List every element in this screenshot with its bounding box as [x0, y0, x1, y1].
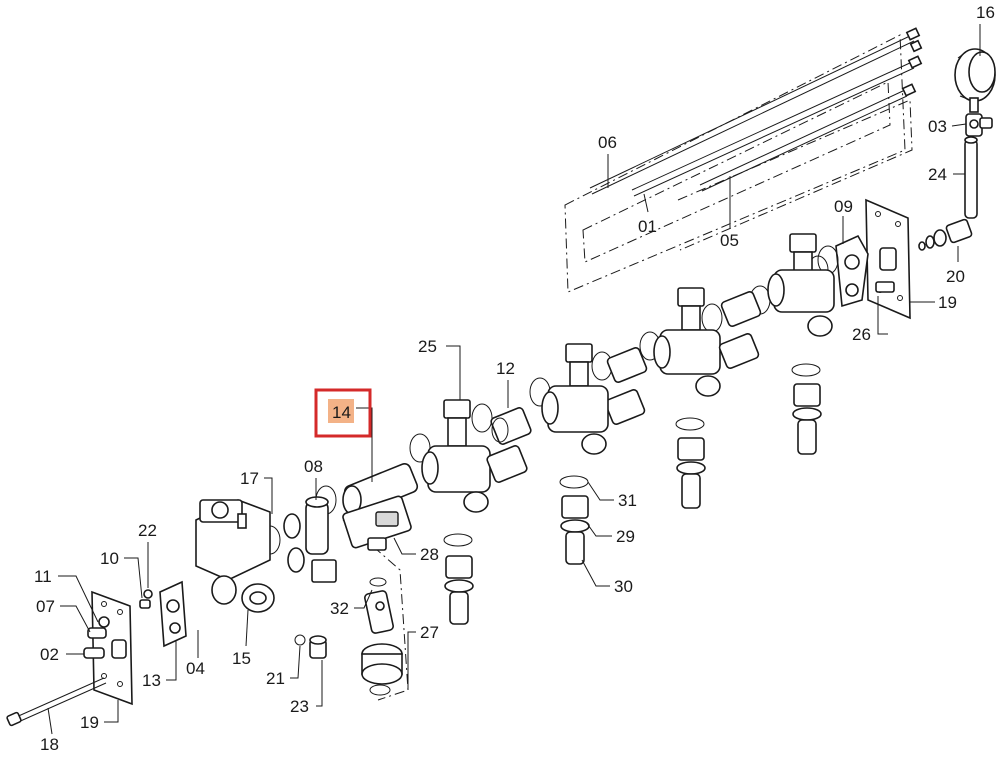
- callout-21: 21: [266, 669, 285, 688]
- tube-assembly: [589, 27, 923, 197]
- highlight-fill: [328, 399, 354, 423]
- callout-01: 01: [638, 217, 657, 236]
- dashdot-outline-3: [677, 99, 913, 251]
- callout-20: 20: [946, 267, 965, 286]
- callout-27: 27: [420, 623, 439, 642]
- dashdot-outline-2: [582, 81, 891, 263]
- callout-32: 32: [330, 599, 349, 618]
- dashdot-outline-4: [342, 519, 409, 701]
- callout-18: 18: [40, 735, 59, 754]
- callout-05: 05: [720, 231, 739, 250]
- callout-10: 10: [100, 549, 119, 568]
- highlight-frame: [314, 388, 372, 438]
- callout-04: 04: [186, 659, 205, 678]
- callout-31: 31: [618, 491, 637, 510]
- callout-labels: 16 03 24 20 19 26 09 06 01 05 25 12 14 3…: [34, 3, 995, 754]
- leader-lines: [47, 24, 981, 735]
- bracket: [835, 234, 869, 308]
- callout-11: 11: [34, 567, 52, 586]
- callout-23: 23: [290, 697, 309, 716]
- gauge-tee-fitting: [965, 113, 993, 137]
- callout-16: 16: [976, 3, 995, 22]
- gauge-pipe: [964, 136, 978, 219]
- callout-28: 28: [420, 545, 439, 564]
- callout-24: 24: [928, 165, 947, 184]
- callout-02: 02: [40, 645, 59, 664]
- manifold-assembly: [6, 233, 839, 727]
- callout-09: 09: [834, 197, 853, 216]
- callout-06: 06: [598, 133, 617, 152]
- pressure-gauge: [954, 48, 996, 113]
- callout-17: 17: [240, 469, 259, 488]
- callout-15: 15: [232, 649, 251, 668]
- dashdot-outline-1: [564, 34, 906, 293]
- inlet-fitting: [918, 218, 973, 251]
- callout-03: 03: [928, 117, 947, 136]
- mounting-plate-right: [865, 198, 911, 320]
- callout-29: 29: [616, 527, 635, 546]
- callout-19-left: 19: [80, 713, 99, 732]
- callout-08: 08: [304, 457, 323, 476]
- plug-assembly: [294, 634, 327, 659]
- callout-22: 22: [138, 521, 157, 540]
- callout-12: 12: [496, 359, 515, 378]
- callout-26: 26: [852, 325, 871, 344]
- drain-assembly: [361, 577, 403, 696]
- callout-19-right: 19: [938, 293, 957, 312]
- callout-13: 13: [142, 671, 161, 690]
- callout-30: 30: [614, 577, 633, 596]
- callout-25: 25: [418, 337, 437, 356]
- callout-07: 07: [36, 597, 55, 616]
- callout-14: 14: [332, 403, 351, 422]
